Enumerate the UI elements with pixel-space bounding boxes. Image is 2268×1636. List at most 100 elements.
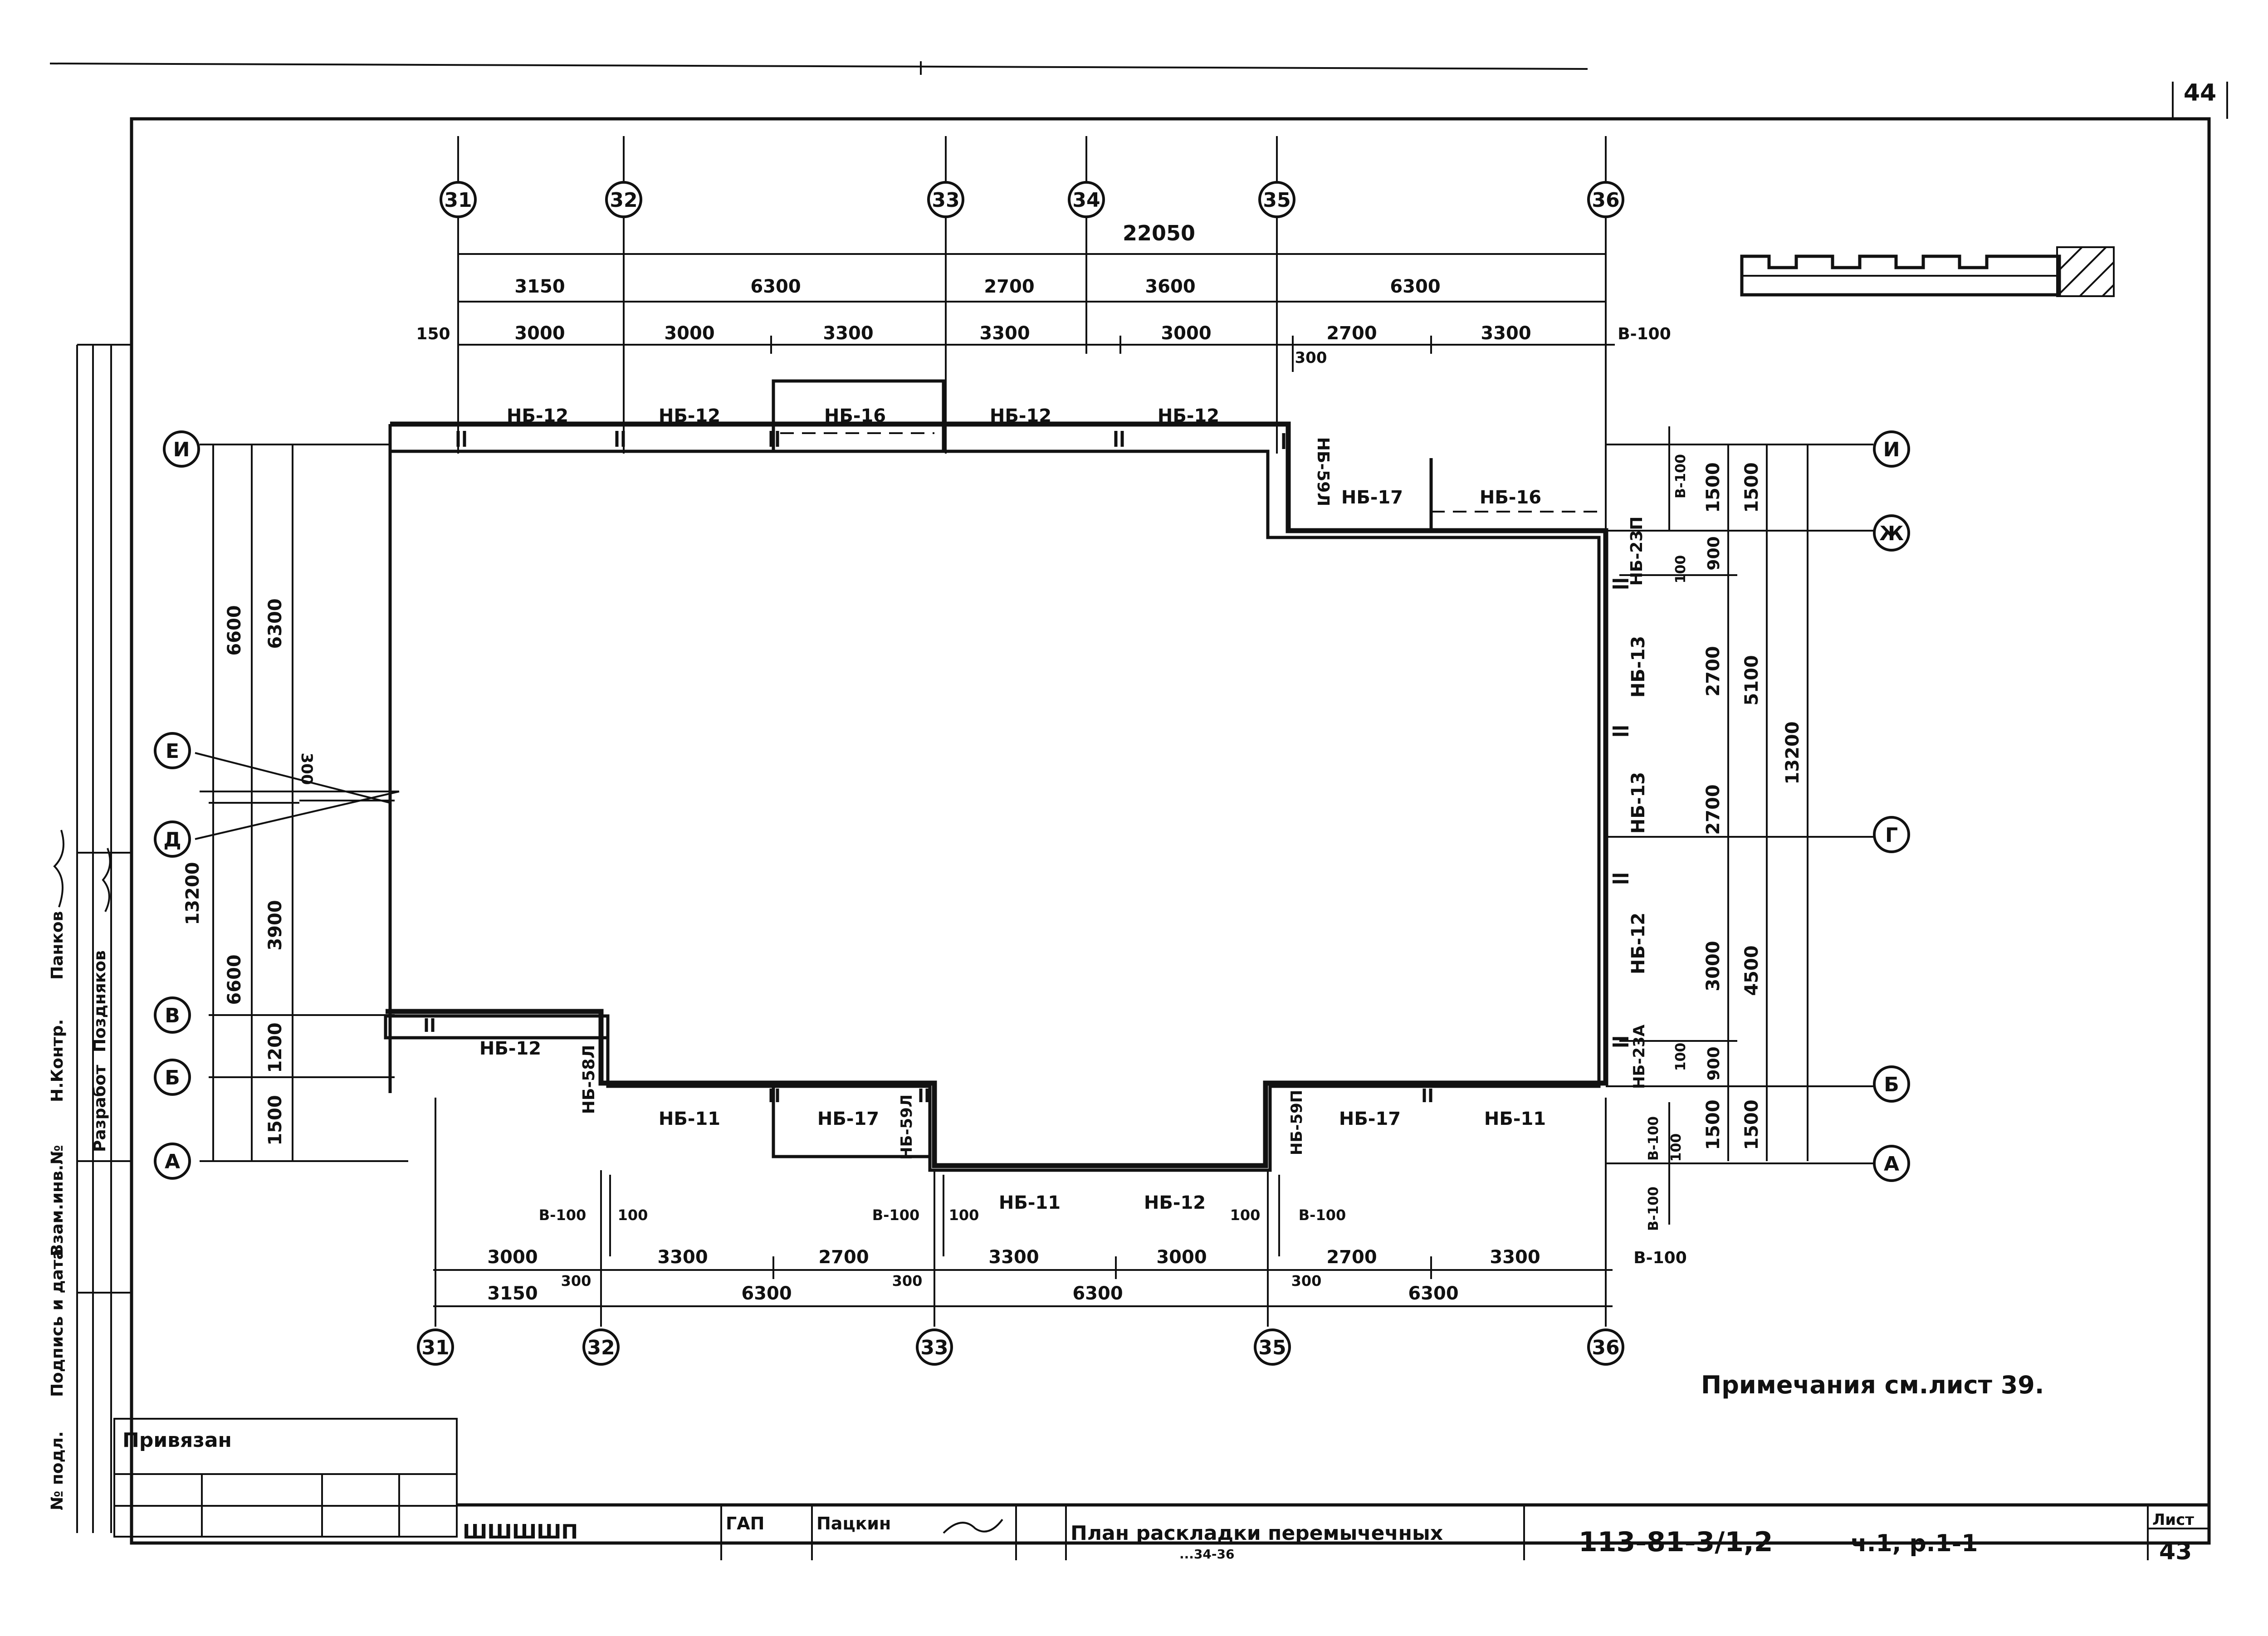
dim-bottom-small-0: 300	[561, 1272, 591, 1289]
dim-top-r2-0: 150	[416, 325, 450, 343]
dim-right-mid-2: 4500	[1741, 945, 1762, 996]
dim-bottom-r2-1: 6300	[741, 1283, 792, 1304]
title-block: ШШШШП ГАП Пацкин План раскладки перемыче…	[457, 1503, 2209, 1565]
nb12-bottom-lintel	[384, 1014, 610, 1040]
dim-top-r1-1: 6300	[750, 276, 801, 297]
left-dimensions	[200, 444, 408, 1162]
nb16-projection	[772, 379, 945, 453]
lintel-left-bottom-1: НБ-58Л	[580, 1045, 598, 1114]
dim-right-small-4: 100	[1668, 1133, 1684, 1162]
axis-label-left-D: Д	[163, 828, 181, 851]
top-edge-line	[49, 63, 1588, 70]
side-strip-label-5: Панков	[48, 911, 67, 980]
dim-top-total: 22050	[1123, 221, 1195, 245]
dim-right-small-1: 100	[1673, 555, 1689, 584]
lintel-bottom-7: НБ-11	[1484, 1109, 1546, 1129]
axis-bubble-right-A: А	[1873, 1145, 1910, 1182]
dim-bottom-r1-4: 3000	[1156, 1247, 1207, 1268]
dim-top-r2-5: 3000	[1161, 323, 1211, 344]
dim-left-inner-0: 6300	[265, 598, 286, 649]
lintel-bottom-1: НБ-17	[817, 1109, 879, 1129]
sheet-number: 43	[2159, 1538, 2192, 1565]
lintel-bottom-5: НБ-59П	[1288, 1090, 1306, 1155]
axis-label-top-36: 36	[1592, 189, 1619, 212]
dim-top-r1-2: 2700	[984, 276, 1034, 297]
signature-2	[102, 848, 111, 912]
dim-top-r1-4: 6300	[1390, 276, 1440, 297]
axis-label-right-I: И	[1883, 438, 1900, 461]
axis-bubble-bottom-33: 33	[916, 1328, 953, 1366]
dim-right-inner-1: 900	[1705, 536, 1723, 570]
gap-signature	[943, 1519, 1003, 1534]
dim-right-inner-3: 2700	[1703, 784, 1724, 835]
dim-right-mid-1: 5100	[1741, 655, 1762, 705]
side-strip-label-2: Подпись и дата	[48, 1249, 67, 1397]
signature-1	[53, 830, 64, 908]
axis-bubble-bottom-31: 31	[417, 1328, 454, 1366]
dim-right-outer-0: 13200	[1782, 721, 1803, 784]
axis-label-top-31: 31	[444, 189, 472, 212]
drawing-frame	[130, 117, 2211, 1545]
lintel-top-1: НБ-12	[659, 405, 720, 426]
axis-bubble-top-34: 34	[1068, 181, 1105, 218]
sheet-label: Лист	[2152, 1511, 2194, 1529]
lintel-right-1: НБ-23П	[1628, 517, 1646, 586]
lintel-top-4: НБ-12	[1158, 405, 1219, 426]
wall-outline	[384, 379, 1608, 1172]
axis-bubble-top-35: 35	[1258, 181, 1295, 218]
dim-bottom-small-1: 300	[892, 1272, 923, 1289]
lintel-bottom-4: НБ-12	[1144, 1192, 1206, 1213]
axis-bubble-left-E: Е	[154, 732, 191, 769]
dim-top-r2-4: 3300	[979, 323, 1030, 344]
dim-right-small-0: В-100	[1673, 454, 1689, 498]
axis-label-left-A: А	[165, 1150, 180, 1173]
axis-label-bottom-36: 36	[1592, 1336, 1619, 1359]
lintel-top-2: НБ-16	[824, 405, 886, 426]
axis-label-left-B: Б	[165, 1066, 180, 1089]
lintel-notch-0: НБ-17	[1341, 487, 1403, 508]
lintel-right-5: НБ-23А	[1630, 1024, 1648, 1089]
lintel-right-4: НБ-12	[1628, 913, 1649, 974]
lintel-top-0: НБ-12	[507, 405, 568, 426]
axis-label-right-Zh: Ж	[1879, 522, 1904, 545]
axis-label-bottom-32: 32	[587, 1336, 615, 1359]
axis-label-left-V: В	[165, 1004, 180, 1027]
axis-bubble-left-A: А	[154, 1143, 191, 1180]
dim-bottom-r1-5: 2700	[1326, 1247, 1377, 1268]
dim-right-inner-6: 1500	[1703, 1099, 1724, 1150]
axis-label-left-E: Е	[166, 740, 179, 763]
dim-left-inner-1: 3900	[265, 900, 286, 950]
dim-bottom-r1-3: 3300	[988, 1247, 1039, 1268]
axis-bubble-top-32: 32	[605, 181, 642, 218]
axis-bubble-right-G: Г	[1873, 816, 1910, 853]
axis-bubble-top-33: 33	[927, 181, 964, 218]
bound-label: Привязан	[122, 1429, 232, 1452]
side-strip-label-1: № подл.	[48, 1431, 67, 1510]
corner-page-number: 44	[2184, 79, 2216, 107]
lintel-right-3: НБ-13	[1628, 772, 1649, 834]
lintel-bottom-2: НБ-59Л	[898, 1094, 916, 1160]
dim-bottom-small-2: 300	[1291, 1272, 1322, 1289]
dim-right-small-5: В-100	[1646, 1187, 1662, 1231]
dim-top-r2-7: 3300	[1481, 323, 1531, 344]
axis-label-right-B: Б	[1884, 1073, 1899, 1096]
axis-label-left-I: И	[173, 438, 190, 461]
axis-label-bottom-33: 33	[920, 1336, 948, 1359]
dim-bottom-r1-6: 3300	[1490, 1247, 1540, 1268]
side-strip-label-3: Взам.инв.№	[48, 1145, 67, 1256]
axis-label-bottom-31: 31	[421, 1336, 449, 1359]
wall-section-icon	[1740, 246, 2115, 297]
nb17-bottom-projection	[772, 1082, 932, 1158]
axis-bubble-bottom-32: 32	[582, 1328, 620, 1366]
drawing-title-line-1: План раскладки перемычечных	[1070, 1522, 1443, 1545]
lintel-bottom-3: НБ-11	[999, 1192, 1061, 1213]
top-dimensions	[457, 218, 1615, 535]
dim-bottom-r1-1: 3300	[657, 1247, 708, 1268]
dim-top-small-1: В-100	[1618, 325, 1671, 343]
doc-part: ч.1, р.1-1	[1851, 1530, 1978, 1557]
axis-bubble-bottom-35: 35	[1254, 1328, 1291, 1366]
axis-label-top-35: 35	[1263, 189, 1290, 212]
axis-bubble-top-31: 31	[440, 181, 477, 218]
axis-label-right-A: А	[1884, 1153, 1899, 1176]
